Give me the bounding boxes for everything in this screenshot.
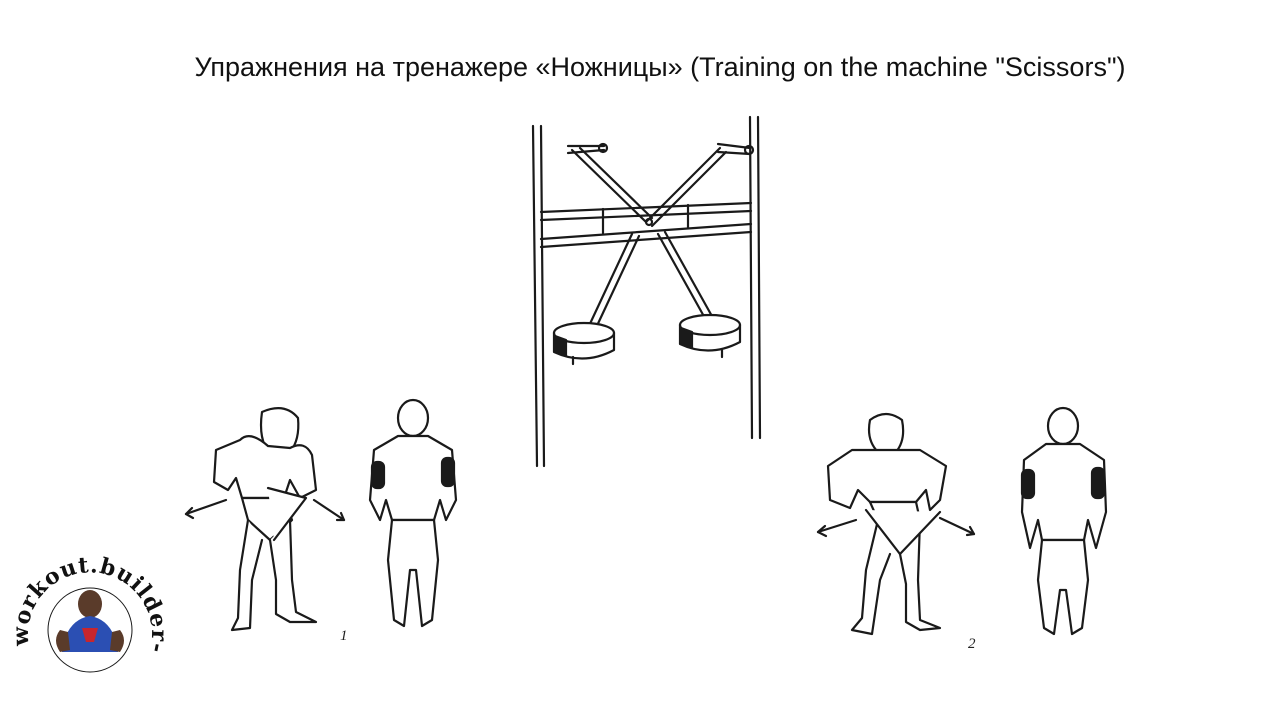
scissor-arms (566, 142, 755, 332)
figure-number-1: 1 (340, 628, 348, 644)
watermark-logo (47, 587, 133, 673)
figure-1-back-view (368, 398, 458, 628)
machine-frame (531, 115, 762, 468)
left-weight-plate (552, 321, 616, 366)
watermark-label: workout.builder-ua.com (0, 0, 171, 656)
right-weight-plate (678, 313, 742, 359)
figure-2-front-view (816, 412, 976, 636)
figure-1-front-view (184, 407, 346, 632)
svg-text:workout.builder-ua.com: workout.builder-ua.com (0, 0, 172, 656)
figure-number-2: 2 (968, 636, 976, 652)
figure-2-back-view (1020, 406, 1108, 636)
page-title: Упражнения на тренажере «Ножницы» (Train… (194, 52, 1126, 82)
